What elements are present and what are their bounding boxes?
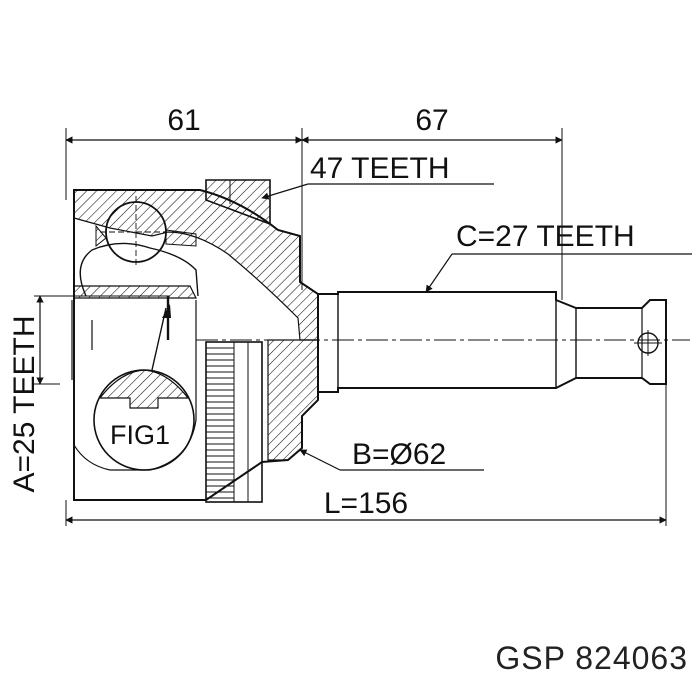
dimension-67-label: 67 xyxy=(415,104,448,137)
fig1-detail: FIG1 xyxy=(93,296,195,471)
total-length-label: L=156 xyxy=(324,487,408,520)
callout-47-teeth: 47 TEETH xyxy=(261,152,494,200)
shaft-spline-label: C=27 TEETH xyxy=(456,220,635,253)
abs-diameter-label: B=Ø62 xyxy=(352,438,446,471)
shaft xyxy=(318,291,667,393)
outer-spline-label: 47 TEETH xyxy=(310,152,450,185)
inner-spline-label: A=25 TEETH xyxy=(8,315,41,492)
brand-name: GSP xyxy=(495,640,566,676)
abs-ring xyxy=(205,341,263,503)
callout-abs-diameter: B=Ø62 xyxy=(299,438,484,471)
fig1-label: FIG1 xyxy=(110,420,170,450)
abs-ring-teeth xyxy=(206,347,234,499)
part-caption: GSP 824063 xyxy=(495,640,688,677)
dimension-67: 67 xyxy=(301,104,563,300)
part-number: 824063 xyxy=(575,640,688,676)
callout-27-teeth: C=27 TEETH xyxy=(425,220,692,293)
dimension-inner-spline: A=25 TEETH xyxy=(8,295,170,493)
outer-spline-flange xyxy=(205,179,271,226)
dimension-61: 61 xyxy=(65,104,303,290)
dimension-61-label: 61 xyxy=(167,104,200,137)
ball-bearing xyxy=(95,196,197,268)
